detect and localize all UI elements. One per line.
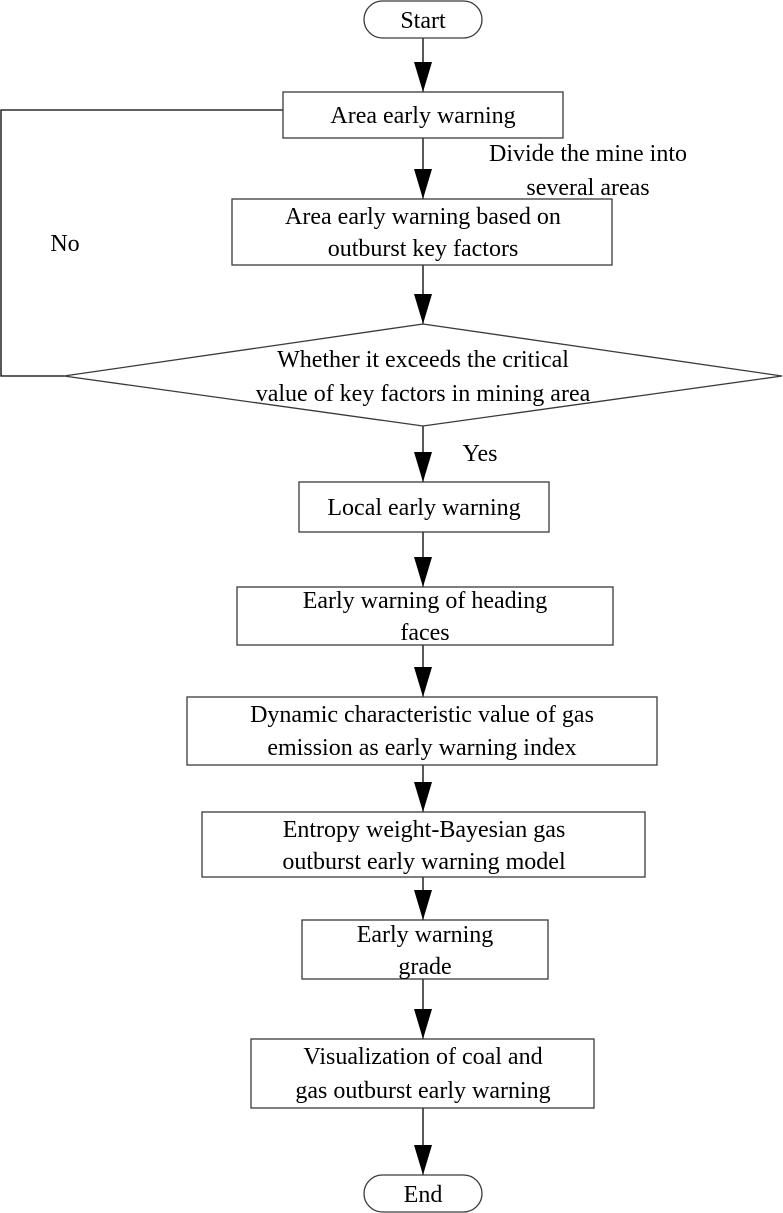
start-terminator [363, 0, 483, 39]
edge-no-loop [0, 109, 283, 377]
start-node: Start [363, 0, 483, 39]
warning-grade-node: Early warning grade [301, 919, 549, 980]
divide-note: Divide the mine into several areas [489, 141, 687, 201]
heading-faces-node: Early warning of heading faces [236, 586, 614, 646]
end-terminator [363, 1174, 483, 1213]
visualization-node: Visualization of coal and gas outburst e… [250, 1038, 595, 1109]
area-warning-box [282, 91, 564, 139]
entropy-model-node: Entropy weight-Bayesian gas outburst ear… [201, 811, 646, 878]
warning-grade-box [301, 919, 549, 980]
arrowhead-heading [414, 557, 432, 587]
arrowhead-local [414, 452, 432, 482]
end-label: End [404, 1182, 443, 1208]
key-factors-line-1: Area early warning based on [285, 204, 561, 230]
arrowhead-end [414, 1145, 432, 1175]
arrowhead-decision [414, 294, 432, 324]
start-label: Start [400, 8, 446, 34]
area-warning-node: Area early warning [282, 91, 564, 139]
key-factors-node: Area early warning based on outburst key… [231, 198, 613, 266]
divide-note-line-2: several areas [526, 175, 649, 201]
heading-faces-box [236, 586, 614, 646]
heading-faces-line-2: faces [400, 620, 449, 646]
local-warning-node: Local early warning [298, 481, 550, 533]
entropy-model-line-2: outburst early warning model [282, 849, 566, 875]
arrowhead-dynamic [414, 667, 432, 697]
entropy-model-box [201, 811, 646, 878]
decision-node: Whether it exceeds the critical value of… [63, 323, 783, 427]
visualization-line-1: Visualization of coal and [303, 1044, 542, 1070]
divide-note-line-1: Divide the mine into [489, 141, 687, 167]
key-factors-line-2: outburst key factors [328, 236, 519, 262]
visualization-line-2: gas outburst early warning [295, 1078, 550, 1104]
arrowhead-grade [414, 890, 432, 920]
dynamic-value-line-1: Dynamic characteristic value of gas [250, 702, 594, 728]
arrowhead-keyfactors [414, 169, 432, 199]
connectors [0, 38, 432, 1175]
visualization-box [250, 1038, 595, 1109]
local-warning-box [298, 481, 550, 533]
arrowhead-area [414, 62, 432, 92]
heading-faces-line-1: Early warning of heading [303, 588, 548, 614]
warning-grade-line-1: Early warning [357, 922, 494, 948]
dynamic-value-box [186, 696, 658, 766]
decision-diamond [63, 323, 783, 427]
no-label: No [50, 231, 79, 257]
decision-line-1: Whether it exceeds the critical [277, 347, 569, 373]
key-factors-box [231, 198, 613, 266]
entropy-model-line-1: Entropy weight-Bayesian gas [283, 817, 566, 843]
area-warning-label: Area early warning [330, 103, 515, 129]
decision-line-2: value of key factors in mining area [256, 381, 591, 407]
arrowhead-visualization [414, 1009, 432, 1039]
arrowhead-entropy [414, 782, 432, 812]
dynamic-value-node: Dynamic characteristic value of gas emis… [186, 696, 658, 766]
end-node: End [363, 1174, 483, 1213]
warning-grade-line-2: grade [398, 954, 451, 980]
yes-label: Yes [463, 441, 498, 467]
local-warning-label: Local early warning [327, 495, 520, 521]
dynamic-value-line-2: emission as early warning index [267, 735, 576, 761]
